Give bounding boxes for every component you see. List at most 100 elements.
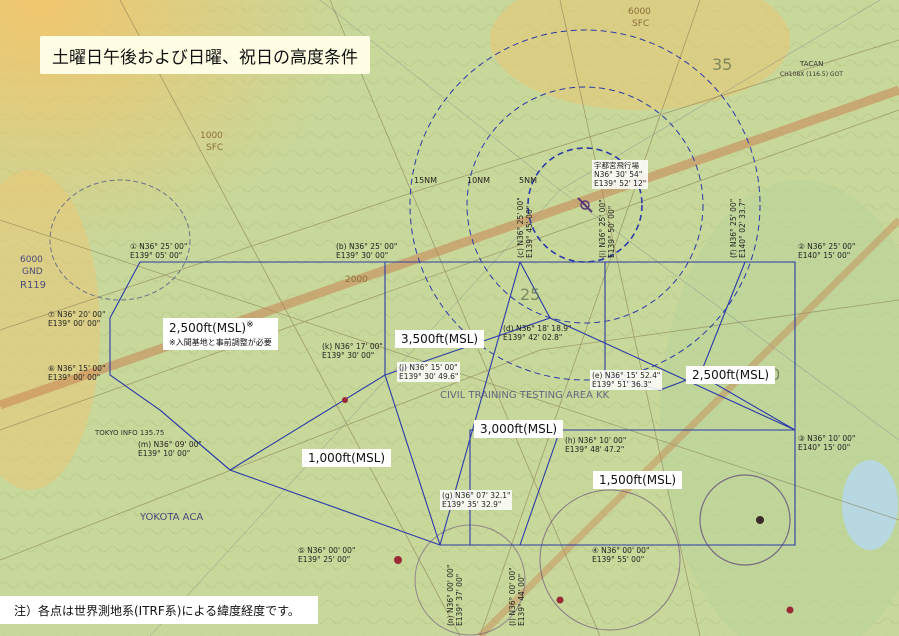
waypoint-lon: E139° 30' 49.6" [399, 372, 459, 381]
waypoint-lat: N36° 00' 00" [601, 546, 650, 555]
waypoint-id: ⑤ [298, 546, 305, 555]
waypoint-label: (n) N36° 00' 00"E139° 37' 00" [446, 565, 464, 626]
chart-label: TOKYO INFO 135.75 [94, 429, 164, 437]
waypoint-label: ⑥ N36° 15' 00"E139° 00' 00" [48, 364, 105, 382]
waypoint-lat: N36° 25' 00" [139, 242, 188, 251]
altitude-zone-label: 3,500ft(MSL) [395, 330, 485, 348]
waypoint-id: (m) [138, 440, 152, 449]
waypoint-id: ⑥ [48, 364, 55, 373]
waypoint-lon: E139° 37' 00" [455, 573, 464, 626]
class-airspace-ring [539, 489, 681, 631]
waypoint-lon: E140° 15' 00" [798, 251, 851, 260]
waypoint-lat: N36° 00' 00" [508, 567, 517, 616]
chart-label: SFC [206, 143, 223, 153]
waypoint-lon: E139° 35' 32.9" [442, 500, 502, 509]
waypoint-id: (i) [598, 250, 607, 258]
waypoint-lon: E139° 10' 00" [138, 449, 191, 458]
range-rings [409, 29, 761, 381]
altitude-zone-note: ※入間基地と事前調整が必要 [169, 338, 272, 347]
range-label-15nm: 15NM [414, 176, 438, 185]
lake [842, 460, 898, 550]
class-airspace-ring [49, 179, 191, 301]
waypoint-lat: N36° 15' 00" [409, 363, 458, 372]
waypoint-label: (j) N36° 15' 00"E139° 30' 49.6" [397, 362, 461, 382]
waypoint-id: ⑦ [48, 310, 55, 319]
altitude-zone-value: 2,500ft(MSL) [169, 321, 247, 335]
waypoint-lon: E139° 44' 00" [517, 573, 526, 626]
chart-label: CH108X (116.5) GOT [780, 71, 843, 78]
waypoint-lon: E140° 15' 00" [798, 443, 851, 452]
waypoint-lat: N36° 15' 00" [57, 364, 106, 373]
waypoint-id: (b) [336, 242, 347, 251]
altitude-zone-label: 2,500ft(MSL) [686, 366, 776, 384]
waypoint-id: (h) [565, 436, 576, 445]
waypoint-lat: N36° 15' 52.4" [604, 371, 661, 380]
orange-route-band [0, 85, 899, 410]
mountain-terrain-w [0, 170, 100, 490]
vor-radials [149, 0, 899, 636]
waypoint-lat: N36° 25' 00" [807, 242, 856, 251]
waypoint-label: (m) N36° 09' 00"E139° 10' 00" [138, 440, 202, 458]
orange-route-band [477, 217, 899, 636]
waypoint-label: ④ N36° 00' 00"E139° 55' 00" [592, 546, 649, 564]
waypoint-lat: N36° 25' 00" [516, 197, 525, 246]
class-airspace-ring [699, 474, 791, 566]
chart-label: TACAN [799, 60, 823, 68]
waypoint-id: (j) [399, 363, 407, 372]
waypoint-lat: N36° 10' 00" [578, 436, 627, 445]
waypoint-lat: N36° 07' 32.1" [455, 491, 511, 500]
range-label-5nm: 5NM [519, 176, 537, 185]
airspace-boundaries [49, 179, 791, 636]
altitude-zone-label: 1,500ft(MSL) [593, 471, 683, 489]
airport-name: 宇都宮飛行場 [594, 161, 639, 170]
range-ring-10nm [466, 86, 704, 324]
waypoint-label: ⑤ N36° 00' 00"E139° 25' 00" [298, 546, 355, 564]
waypoint-label: (k) N36° 17' 00"E139° 30' 00" [322, 342, 383, 360]
waypoint-lon: E139° 00' 00" [48, 319, 101, 328]
waypoint-lat: N36° 25' 00" [598, 199, 607, 248]
airport-label: 宇都宮飛行場 N36° 30' 54" E139° 52' 12" [592, 160, 649, 189]
waypoint-id: (k) [322, 342, 333, 351]
waypoint-lon: E139° 30' 00" [336, 251, 389, 260]
waypoint-lon: E140° 02' 33.7" [738, 198, 747, 258]
range-label-10nm: 10NM [467, 176, 491, 185]
waypoint-label: (c) N36° 25' 00"E139° 45' 00" [516, 197, 534, 258]
footnote: 注）各点は世界測地系(ITRF系)による緯度経度です。 [0, 596, 318, 624]
waypoint-lat: N36° 20' 00" [57, 310, 106, 319]
waypoint-lon: E139° 51' 36.3" [592, 380, 652, 389]
waypoint-label: (b) N36° 25' 00"E139° 30' 00" [336, 242, 397, 260]
waypoint-lon: E139° 25' 00" [298, 555, 351, 564]
waypoint-lat: N36° 10' 00" [807, 434, 856, 443]
altitude-zone-label: 3,000ft(MSL) [474, 420, 564, 438]
waypoint-lon: E139° 30' 00" [322, 351, 375, 360]
waypoint-label: ⑦ N36° 20' 00"E139° 00' 00" [48, 310, 105, 328]
chart-label: SFC [632, 19, 649, 29]
waypoint-lon: E139° 55' 00" [592, 555, 645, 564]
waypoint-id: (c) [516, 248, 525, 258]
airport-lat: N36° 30' 54" [594, 170, 643, 179]
waypoint-id: (g) [442, 491, 453, 500]
chart-label: 6000 [628, 7, 651, 17]
waypoint-lat: N36° 00' 00" [446, 564, 455, 613]
waypoint-lon: E139° 00' 00" [48, 373, 101, 382]
waypoint-label: (i) N36° 25' 00"E139° 50' 00" [598, 199, 616, 258]
chart-label: GND [22, 267, 43, 277]
altitude-zone-label: 1,000ft(MSL) [302, 449, 392, 467]
waypoint-label: ③ N36° 10' 00"E140° 15' 00" [798, 434, 855, 452]
waypoint-id: (f) [729, 249, 738, 259]
waypoint-id: (l) [508, 618, 517, 626]
waypoint-id: ② [798, 242, 805, 251]
waypoint-lon: E139° 48' 47.2" [565, 445, 625, 454]
waypoint-lat: N36° 25' 00" [729, 198, 738, 248]
waypoint-lat: N36° 17' 00" [334, 342, 383, 351]
waypoint-lat: N36° 00' 00" [307, 546, 356, 555]
waypoint-id: ① [130, 242, 137, 251]
chart-label: 6000 [20, 255, 43, 265]
waypoint-label: (d) N36° 18' 18.9"E139° 42' 02.8" [503, 324, 571, 342]
airport-lon: E139° 52' 12" [594, 179, 647, 188]
chart-label: CIVIL TRAINING TESTING AREA KK [440, 390, 610, 401]
area-divider [519, 261, 551, 319]
waypoint-id: ③ [798, 434, 805, 443]
waypoint-lat: N36° 09' 00" [153, 440, 202, 449]
